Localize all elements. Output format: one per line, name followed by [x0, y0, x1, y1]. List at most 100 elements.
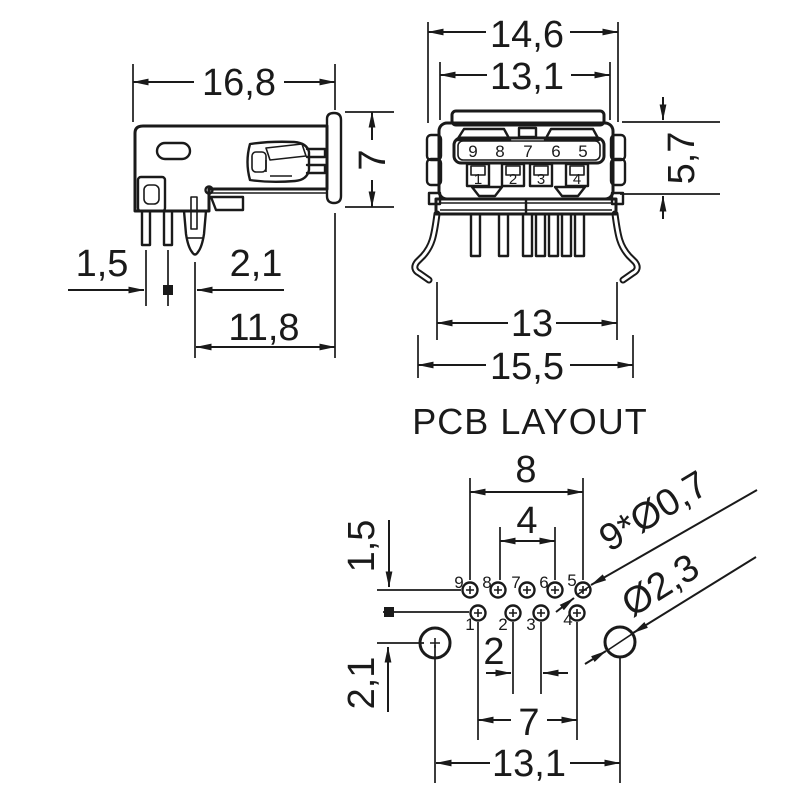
pin-hole-cross	[509, 609, 517, 617]
side-square-inner	[143, 184, 160, 205]
front-pin-label-6: 6	[551, 142, 560, 161]
pcb-hole-span-dim: 13,1	[492, 743, 566, 785]
pin-hole-cross	[573, 609, 581, 617]
front-pin	[469, 212, 482, 258]
pin-hole-cross	[551, 586, 559, 594]
front-view: 9 8 7 6 5 1 2 3 4	[411, 14, 720, 388]
pin-hole-3	[532, 604, 550, 622]
front-tongue-inner	[457, 140, 601, 161]
side-peg-pin	[190, 196, 198, 230]
front-top-vent-left	[455, 127, 512, 142]
front-contact-box	[500, 162, 526, 188]
front-shell	[437, 121, 615, 201]
side-pin-gap-dim: 1,5	[76, 243, 129, 285]
front-pin	[534, 212, 547, 258]
pin-hole-cross	[494, 586, 502, 594]
side-peg-offset-dim: 2,1	[230, 243, 283, 285]
side-view: 16,8 7 1,5 2,1 11,8	[68, 62, 394, 358]
pcb-row-gap-dim: 1,5	[341, 520, 383, 573]
text-mask	[511, 704, 547, 738]
front-left-tab-bottom	[425, 157, 443, 187]
front-pin	[497, 212, 510, 258]
front-side-lug-right	[610, 191, 625, 206]
front-pin-label-5: 5	[578, 142, 587, 161]
pin-hole-cross	[474, 609, 482, 617]
pin-hole-1	[469, 604, 487, 622]
front-top-vent-right	[543, 127, 601, 142]
front-contact-tip	[533, 165, 549, 176]
pcb-mount-hole-note: Ø2,3	[615, 546, 707, 625]
leader-mount-hole-tail	[584, 650, 607, 665]
pcb-pin-label-7: 7	[511, 573, 520, 592]
pcb-pin-hole-note: 9*Ø0,7	[592, 463, 715, 560]
dim-square-terminator	[163, 285, 173, 295]
front-pin	[560, 212, 573, 258]
side-width-dim: 16,8	[202, 62, 276, 104]
front-pin	[521, 212, 534, 258]
pcb-pin-label-1: 1	[465, 615, 474, 634]
pin-hole-cross	[523, 586, 531, 594]
front-shell-width-dim: 13,1	[490, 56, 564, 98]
front-right-leg-inner	[613, 212, 639, 282]
side-height-dim: 7	[352, 149, 394, 170]
front-pin-label-9: 9	[468, 142, 477, 161]
pcb-pin-label-9: 9	[454, 573, 463, 592]
front-right-tab-bottom	[609, 157, 627, 187]
side-holddown-bracket	[209, 195, 245, 212]
side-latch-outline	[246, 140, 311, 183]
text-mask	[354, 140, 388, 180]
front-overall-span-dim: 15,5	[490, 346, 564, 388]
front-pin	[573, 212, 586, 258]
pin-hole-9	[461, 581, 479, 599]
front-notch-right	[553, 185, 587, 198]
side-pin-1	[140, 209, 152, 247]
front-tongue	[452, 136, 606, 165]
side-rear-flange	[325, 111, 343, 205]
dim-square-terminator	[384, 607, 394, 617]
front-contact-tip	[470, 165, 486, 176]
front-right-leg	[611, 210, 641, 284]
pin-hole-4	[568, 604, 586, 622]
front-side-lug-left	[427, 191, 442, 206]
side-latch-blade	[265, 143, 307, 161]
pcb-bottom-pin-holes: 1 2 3 4	[465, 604, 586, 634]
pin-hole-2	[504, 604, 522, 622]
pcb-pin-label-5: 5	[567, 571, 576, 590]
front-left-leg	[411, 210, 441, 284]
side-pin-2	[162, 209, 174, 247]
pcb-pin-label-8: 8	[482, 573, 491, 592]
front-contacts: 1 2 3 4	[465, 162, 590, 188]
side-depth-dim: 11,8	[228, 307, 299, 349]
leader-pin-hole	[590, 489, 758, 586]
front-bottom-pins	[469, 212, 586, 258]
pin-hole-8	[489, 581, 507, 599]
pcb-pin-label-4: 4	[563, 610, 572, 629]
front-contact-label-4: 4	[573, 171, 581, 188]
side-square-detail	[136, 175, 167, 213]
front-contact-box	[528, 162, 554, 188]
pin-hole-5	[574, 581, 592, 599]
side-latch-prongs	[305, 147, 327, 175]
front-pin	[547, 212, 560, 258]
leader-mount-hole-chord	[607, 633, 633, 651]
text-mask	[487, 57, 571, 93]
front-contact-label-1: 1	[474, 171, 482, 188]
front-contact-label-3: 3	[537, 171, 545, 188]
leader-pin-hole-chord	[576, 585, 591, 596]
pcb-pair-gap-dim: 2	[483, 631, 504, 673]
front-left-leg-inner	[413, 212, 439, 282]
text-mask	[508, 306, 556, 340]
side-latch-lines	[265, 160, 292, 177]
text-mask	[194, 62, 284, 100]
front-height-dim: 5,7	[661, 132, 703, 185]
pcb-hole-row-gap-dim: 2,1	[341, 657, 383, 710]
pcb-mid-span-dim: 4	[516, 500, 537, 542]
pcb-bottom-row-dim: 7	[518, 702, 539, 744]
text-mask	[486, 348, 570, 382]
pcb-pin-label-3: 3	[526, 615, 535, 634]
side-shell-body	[133, 124, 329, 213]
front-leg-span-dim: 13	[511, 303, 553, 345]
front-contact-tip	[505, 165, 521, 176]
